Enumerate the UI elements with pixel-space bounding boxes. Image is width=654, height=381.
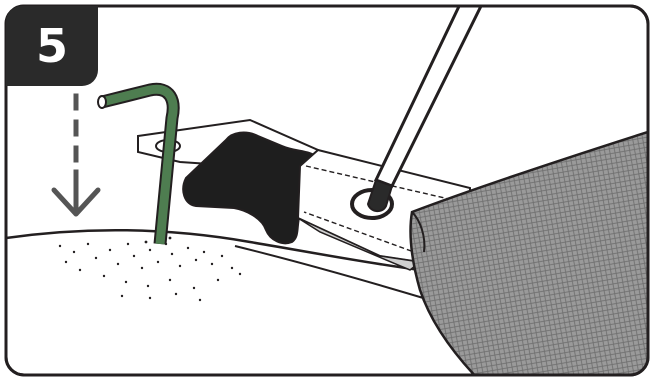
step-number-badge: 5 (6, 6, 98, 86)
step-number: 5 (36, 19, 68, 73)
